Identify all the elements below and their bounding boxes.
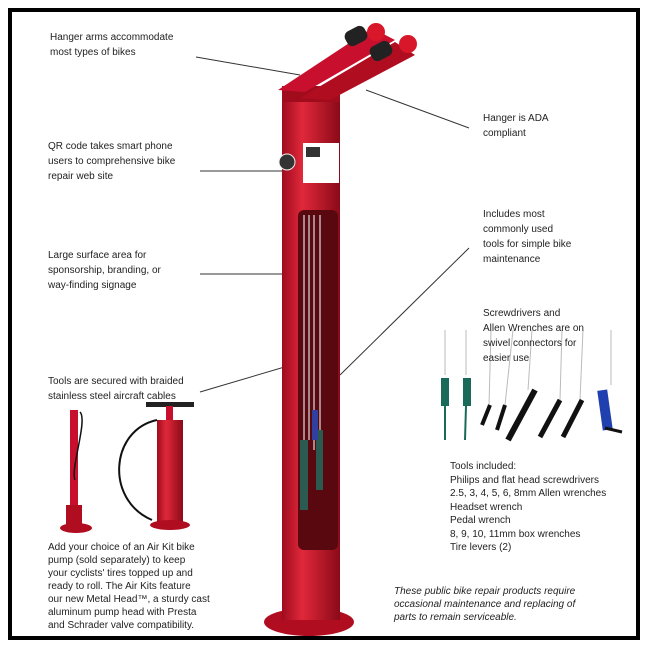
paragraph-line: and Schrader valve compatibility.	[48, 620, 194, 631]
paragraph-line: parts to remain serviceable.	[394, 612, 517, 623]
callout-line: compliant	[483, 128, 526, 139]
callout-line: Hanger is ADA	[483, 113, 549, 124]
repair-stand	[264, 23, 417, 636]
callout-line: Includes most	[483, 209, 545, 220]
callout-line: maintenance	[483, 254, 541, 265]
callout-line: most types of bikes	[50, 47, 136, 58]
maintenance-note: These public bike repair products requir…	[394, 585, 575, 624]
callout-qr-code: QR code takes smart phone users to compr…	[48, 139, 175, 184]
list-item: 8, 9, 10, 11mm box wrenches	[450, 528, 581, 540]
paragraph-line: ready to roll. The Air Kits feature	[48, 581, 191, 592]
callout-line: users to comprehensive bike	[48, 156, 176, 167]
list-item: Philips and flat head screwdrivers	[450, 474, 599, 486]
paragraph-line: These public bike repair products requir…	[394, 586, 576, 597]
callout-line: QR code takes smart phone	[48, 141, 173, 152]
paragraph-line: pump (sold separately) to keep	[48, 555, 186, 566]
air-kit-pumps	[60, 402, 194, 533]
callout-line: stainless steel aircraft cables	[48, 391, 176, 402]
callout-surface-area: Large surface area for sponsorship, bran…	[48, 248, 161, 293]
list-item: Tools included:	[450, 461, 517, 472]
callout-hanger-arms: Hanger arms accommodate most types of bi…	[50, 30, 173, 60]
callout-line: Hanger arms accommodate	[50, 32, 174, 43]
callout-line: repair web site	[48, 171, 114, 182]
callout-line: swivel connectors for	[483, 338, 577, 349]
callout-line: Tools are secured with braided	[48, 376, 184, 387]
list-item: Pedal wrench	[450, 515, 511, 526]
callout-line: Screwdrivers and	[483, 308, 561, 319]
callout-common-tools: Includes most commonly used tools for si…	[483, 207, 571, 267]
callout-lines	[195, 56, 470, 393]
tools-included-list: Tools included: Philips and flat head sc…	[450, 460, 606, 555]
callout-line: Allen Wrenches are on	[483, 323, 584, 334]
callout-line: easier use	[483, 353, 530, 364]
paragraph-line: our new Metal Head™, a sturdy cast	[48, 594, 210, 605]
callout-line: sponsorship, branding, or	[48, 265, 161, 276]
air-kit-description: Add your choice of an Air Kit bike pump …	[48, 541, 210, 632]
list-item: Tire levers (2)	[450, 542, 512, 553]
list-item: Headset wrench	[450, 501, 523, 513]
paragraph-line: your cyclists' tires topped up and	[48, 568, 193, 579]
paragraph-line: Add your choice of an Air Kit bike	[48, 542, 195, 553]
list-item: 2.5, 3, 4, 5, 6, 8mm Allen wrenches	[450, 488, 607, 499]
callout-line: Large surface area for	[48, 250, 147, 261]
callout-hanger-ada: Hanger is ADA compliant	[483, 111, 549, 141]
callout-line: way-finding signage	[48, 280, 137, 291]
callout-line: commonly used	[483, 224, 554, 235]
included-tools	[441, 329, 623, 442]
paragraph-line: aluminum pump head with Presta	[48, 607, 197, 618]
callout-swivel: Screwdrivers and Allen Wrenches are on s…	[483, 306, 584, 366]
paragraph-line: occasional maintenance and replacing of	[394, 599, 576, 610]
callout-cables: Tools are secured with braided stainless…	[48, 374, 184, 404]
callout-line: tools for simple bike	[483, 239, 572, 250]
